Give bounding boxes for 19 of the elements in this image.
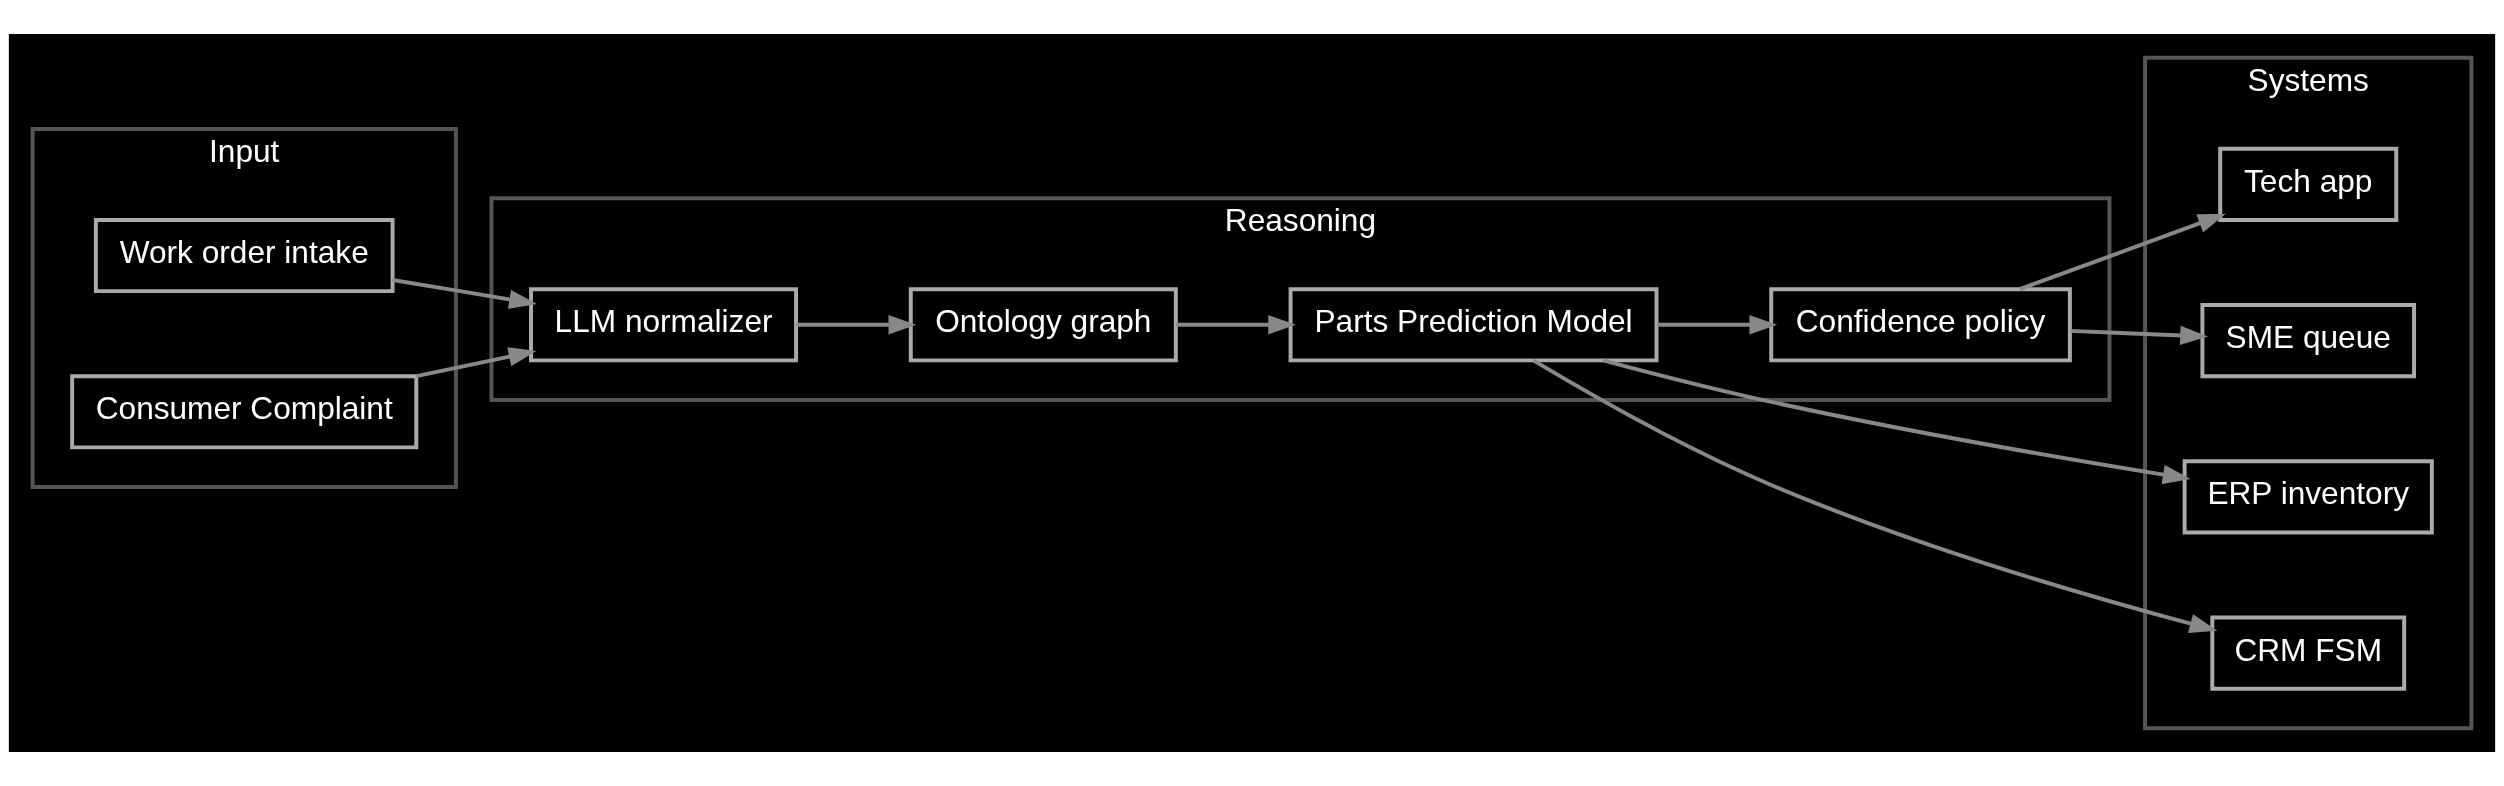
node-box: Ontology graph [908, 287, 1178, 363]
arrow [1602, 358, 2191, 485]
node-box: Confidence policy [1769, 287, 2072, 363]
node-box: Tech app [2218, 146, 2399, 222]
arrow [796, 315, 917, 335]
node-box: Consumer Complaint [70, 374, 419, 450]
arrow [1657, 315, 1778, 335]
arrow [415, 347, 537, 379]
arrow [1176, 315, 1296, 335]
arrow [1532, 358, 2218, 634]
node-box: SME queue [2200, 303, 2417, 379]
node-box: Work order intake [93, 217, 395, 294]
arrow [2019, 213, 2226, 291]
node-box: ERP inventory [2182, 459, 2434, 535]
arrow [2070, 325, 2208, 346]
node-box: LLM normalizer [529, 287, 799, 363]
node-box: CRM FSM [2210, 615, 2407, 691]
node-box: Parts Prediction Model [1288, 287, 1659, 363]
arrow [392, 278, 537, 309]
